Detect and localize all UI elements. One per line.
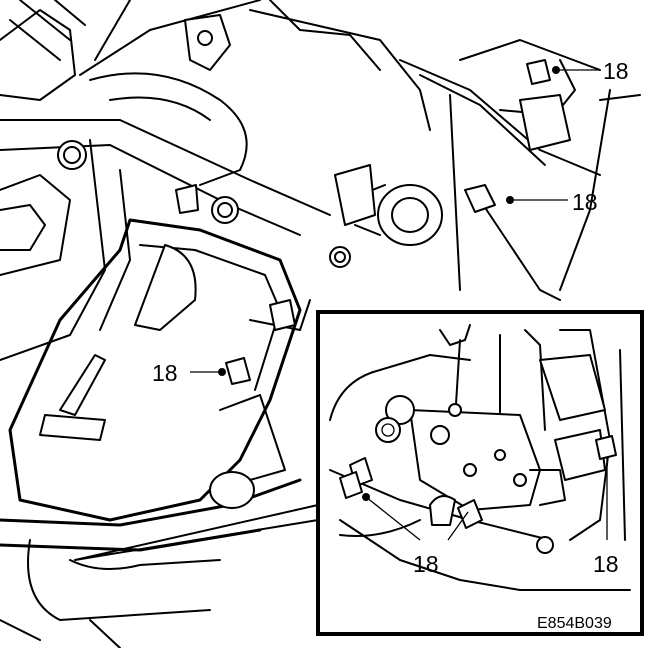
inset-fastener-left (339, 471, 421, 541)
fastener-mid-right (464, 184, 568, 213)
leader-line (365, 496, 421, 541)
figure-code: E854B039 (537, 615, 612, 632)
detail-inset (316, 310, 644, 636)
leader-line (447, 511, 469, 541)
bolt-icon (339, 471, 363, 499)
callout-label: 18 (593, 551, 619, 577)
engine-compartment-artwork (0, 0, 641, 648)
callout-label: 18 (572, 189, 598, 215)
bolt-icon (457, 499, 483, 529)
callout-label: 18 (413, 551, 439, 577)
inset-fastener-right (595, 435, 617, 540)
fastener-left (190, 357, 251, 385)
bolt-icon (225, 357, 251, 385)
fastener-top-right (526, 59, 600, 85)
callout-label: 18 (152, 360, 178, 386)
bolt-icon (526, 59, 551, 85)
bolt-icon (464, 184, 496, 213)
inset-fastener-center (447, 499, 483, 541)
detail-pointer (74, 504, 319, 561)
inset-mechanism-artwork (329, 324, 631, 591)
bolt-icon (595, 435, 617, 460)
callout-label: 18 (603, 58, 629, 84)
